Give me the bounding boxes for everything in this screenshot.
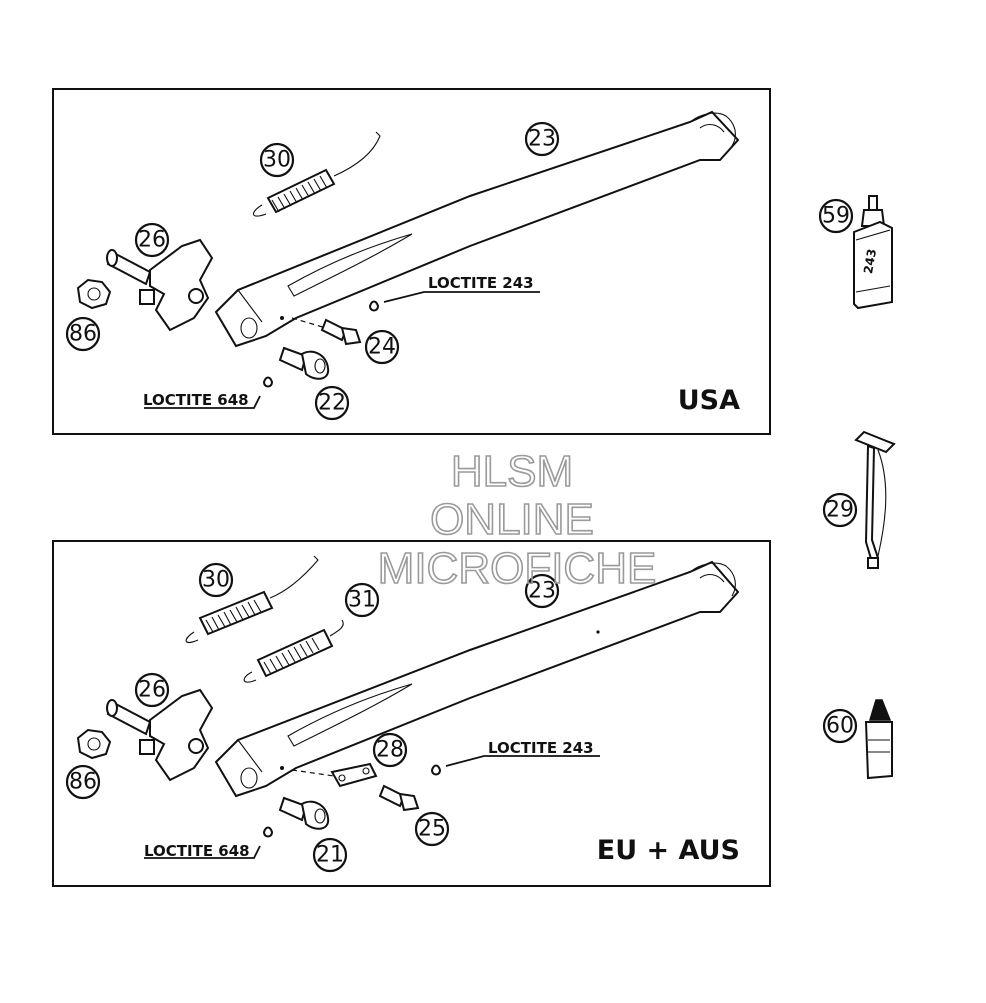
spring-30-drawing bbox=[252, 131, 381, 217]
callout-26-label: 26 bbox=[138, 228, 166, 253]
watermark-line-2: ONLINE bbox=[430, 495, 594, 544]
callout-29-label: 29 bbox=[826, 498, 854, 523]
callout-22-label: 22 bbox=[318, 391, 346, 416]
sidestand-23-drawing bbox=[214, 110, 740, 348]
callout-29 bbox=[822, 492, 858, 528]
callout-26 bbox=[134, 222, 170, 258]
watermark: HLSM ONLINE MICROFICHE bbox=[377, 446, 657, 594]
callout-31-label: 31 bbox=[348, 588, 376, 613]
spring-31-drawing bbox=[243, 619, 344, 683]
callout-23-label: 23 bbox=[528, 127, 556, 152]
nut-86-drawing bbox=[76, 278, 112, 310]
callout-21 bbox=[312, 837, 348, 873]
callout-60-label: 60 bbox=[826, 714, 854, 739]
pivot-26-drawing bbox=[106, 238, 214, 332]
screw-25-drawing bbox=[378, 764, 442, 812]
screw-24-drawing bbox=[291, 300, 380, 346]
callout-25 bbox=[414, 811, 450, 847]
callout-59-label: 59 bbox=[822, 204, 850, 229]
panel-usa: 30 23 26 86 24 22 LOCTITE 243 LOCTITE 64… bbox=[52, 88, 771, 435]
small-bottle-60-drawing bbox=[864, 699, 893, 780]
callout-59 bbox=[818, 198, 854, 234]
callout-86 bbox=[65, 316, 101, 352]
callout-23b bbox=[524, 573, 560, 609]
callout-30-label: 30 bbox=[263, 148, 291, 173]
callout-28 bbox=[372, 732, 408, 768]
callout-21-label: 21 bbox=[316, 843, 344, 868]
callout-86b bbox=[65, 764, 101, 800]
callout-24-label: 24 bbox=[368, 335, 396, 360]
panel-eu-aus: 30 31 23 26 28 86 25 21 LOCTITE 243 LOCT… bbox=[52, 540, 771, 887]
callout-30b bbox=[198, 562, 234, 598]
callout-26b bbox=[134, 672, 170, 708]
loctite-648-label: LOCTITE 648 bbox=[143, 391, 249, 409]
nut-86b-drawing bbox=[76, 728, 112, 760]
callout-24 bbox=[364, 329, 400, 365]
spring-30b-drawing bbox=[185, 555, 319, 643]
lockplate-28-drawing bbox=[291, 762, 378, 788]
loctite-bottle-59-drawing: 243 bbox=[853, 195, 893, 310]
callout-86b-label: 86 bbox=[69, 770, 97, 795]
callout-23b-label: 23 bbox=[528, 579, 556, 604]
loctite-243-label: LOCTITE 243 bbox=[428, 274, 534, 292]
region-label-usa: USA bbox=[678, 385, 740, 416]
sidestand-23b-drawing bbox=[214, 560, 740, 798]
bottle-label-text: 243 bbox=[861, 248, 879, 275]
side-parts: 243 59 29 60 bbox=[818, 195, 896, 780]
callout-28-label: 28 bbox=[376, 738, 404, 763]
callout-86-label: 86 bbox=[69, 322, 97, 347]
callout-26b-label: 26 bbox=[138, 678, 166, 703]
watermark-line-1: HLSM bbox=[451, 447, 573, 496]
callout-23 bbox=[524, 121, 560, 157]
callout-30b-label: 30 bbox=[202, 568, 230, 593]
callout-25-label: 25 bbox=[418, 817, 446, 842]
callout-30 bbox=[259, 142, 295, 178]
loctite-243b-label: LOCTITE 243 bbox=[488, 739, 594, 757]
watermark-line-3: MICROFICHE bbox=[378, 544, 657, 593]
screw-22-drawing bbox=[262, 346, 330, 388]
t-tool-29-drawing bbox=[854, 430, 896, 569]
region-label-eu-aus: EU + AUS bbox=[597, 835, 740, 866]
loctite-648b-label: LOCTITE 648 bbox=[144, 842, 250, 860]
callout-22 bbox=[314, 385, 350, 421]
pivot-26b-drawing bbox=[106, 688, 214, 782]
screw-21-drawing bbox=[262, 796, 330, 838]
callout-60 bbox=[822, 708, 858, 744]
callout-31 bbox=[344, 582, 380, 618]
